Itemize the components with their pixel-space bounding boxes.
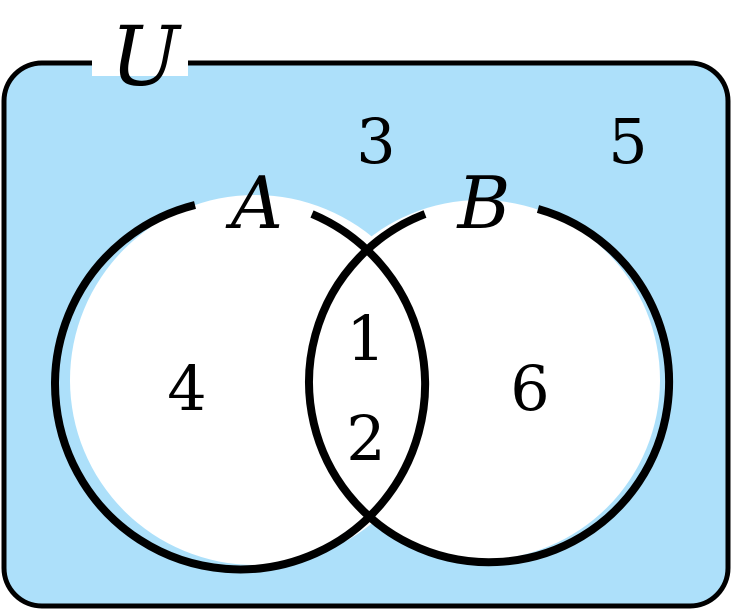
universe-label: U — [110, 10, 182, 105]
set-b-label: B — [456, 161, 511, 245]
set-a-label: A — [225, 161, 283, 245]
element-intersection: 1 — [346, 302, 385, 375]
element-intersection: 2 — [346, 402, 385, 475]
element-b-only: 6 — [510, 352, 549, 425]
element-a-only: 4 — [167, 352, 206, 425]
set-a-outline — [51, 201, 430, 574]
set-b-outline — [305, 205, 674, 567]
universe-label-gap — [92, 50, 188, 76]
set-b-fill — [300, 200, 660, 560]
element-outside: 5 — [608, 105, 647, 178]
element-outside: 3 — [356, 105, 395, 178]
